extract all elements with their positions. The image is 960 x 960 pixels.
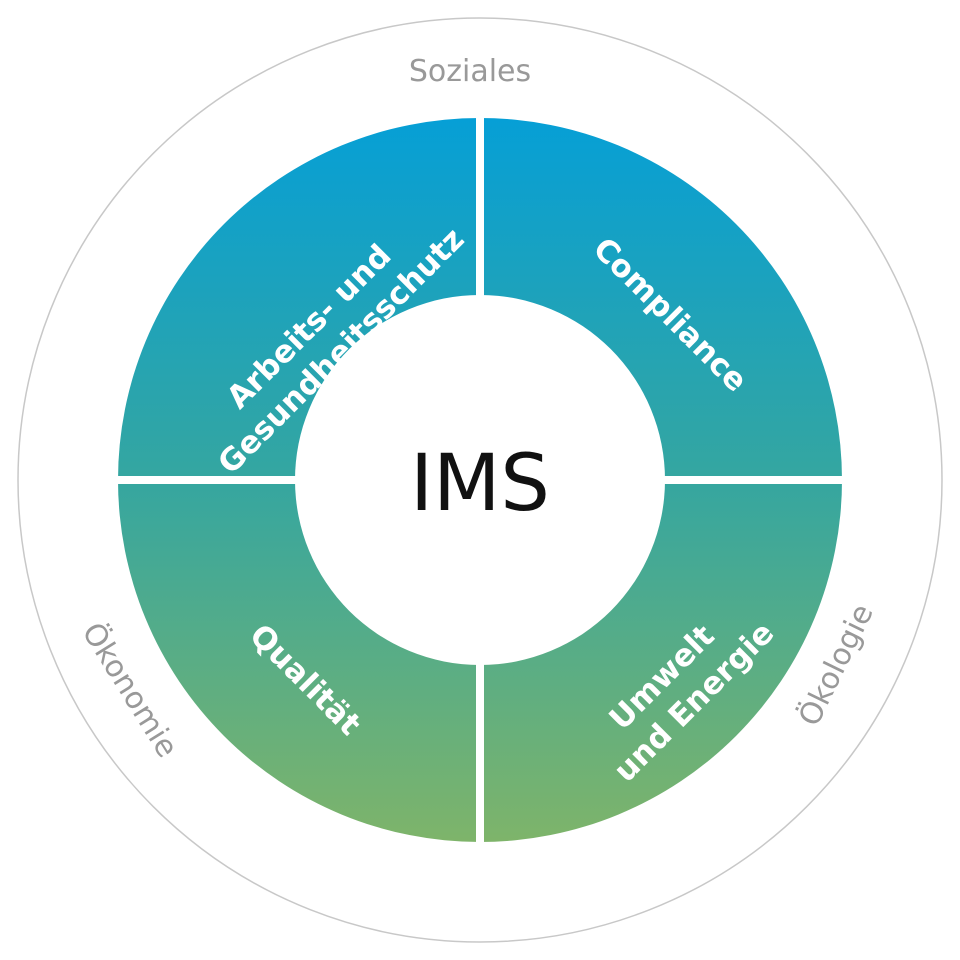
center-hub <box>295 295 665 665</box>
outer-label-soziales: Soziales <box>409 54 531 89</box>
center-label: IMS <box>410 439 550 529</box>
